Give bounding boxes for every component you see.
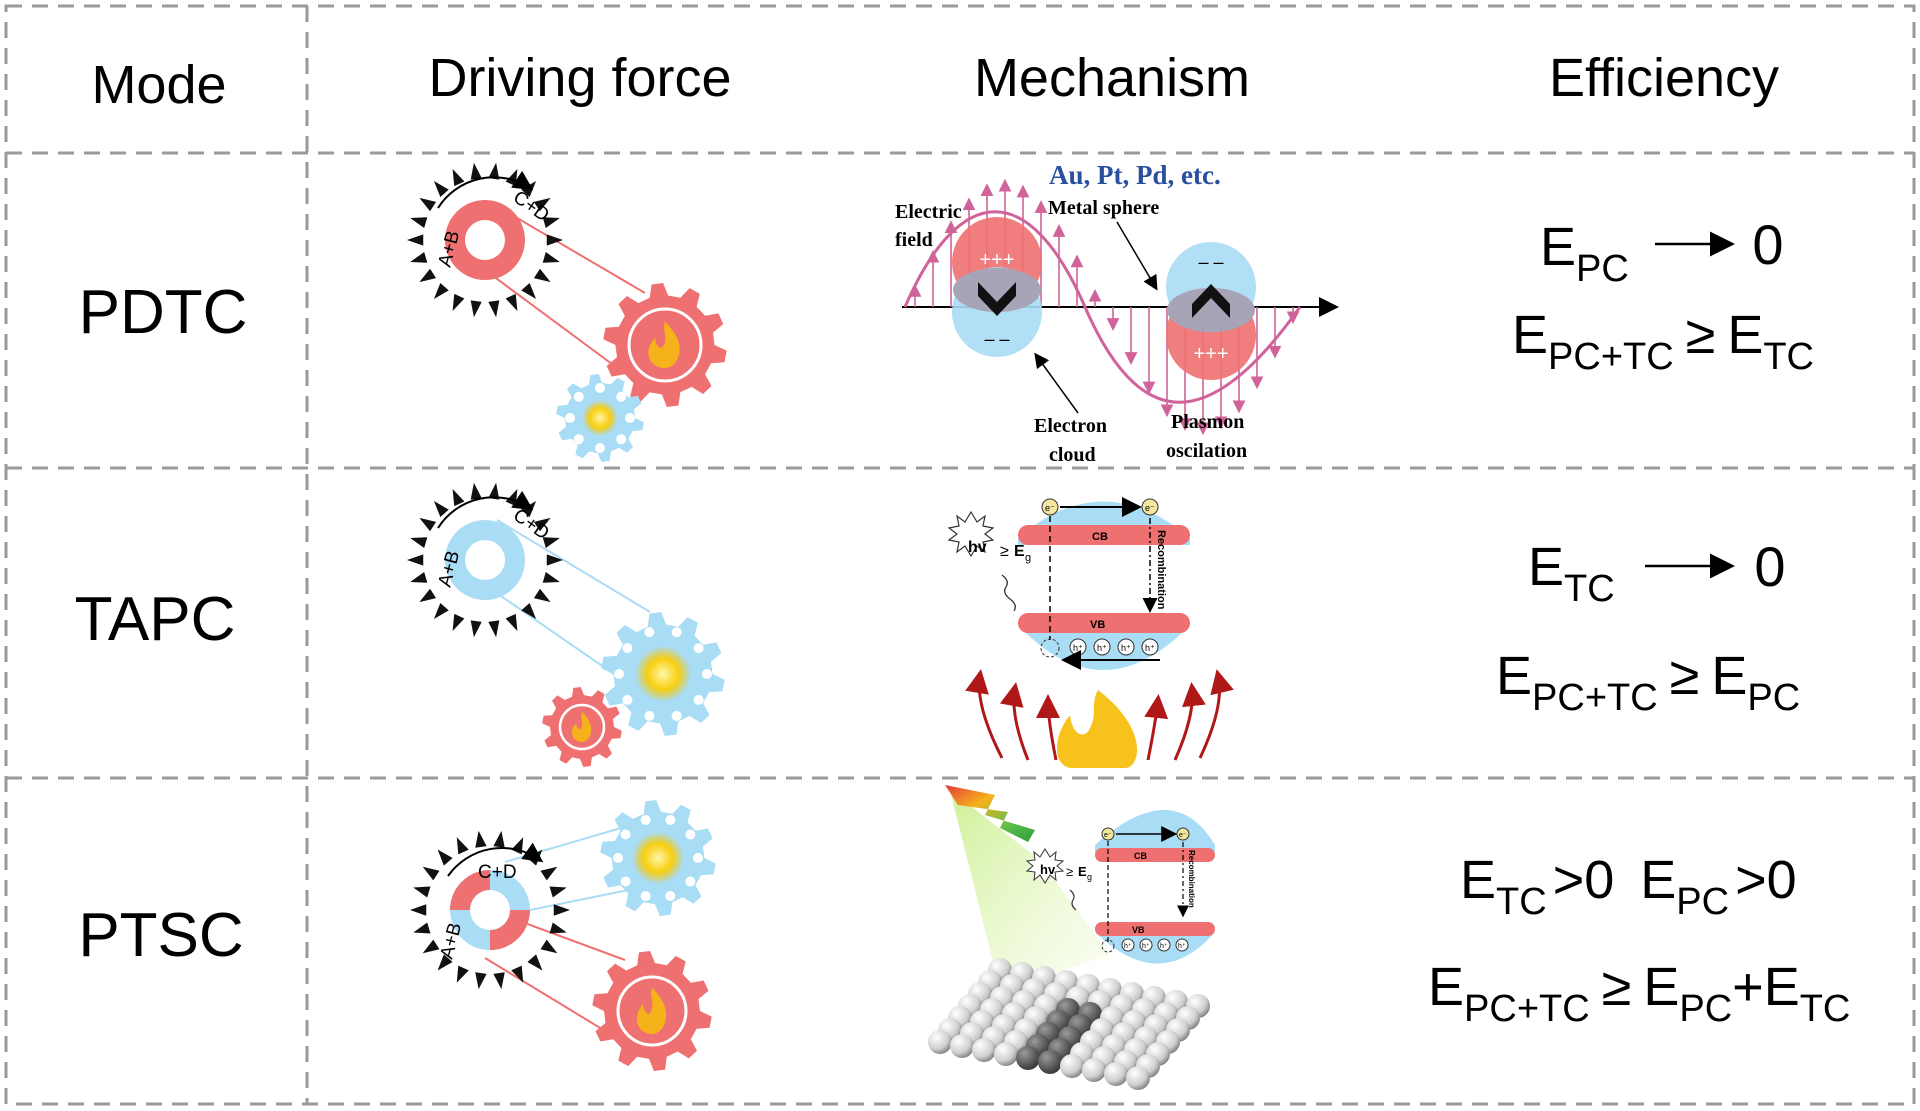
- header-row: Mode Driving force Mechanism Efficiency: [91, 48, 1779, 115]
- efficiency-pdtc: EPC 0 EPC+TC≥ETC: [1512, 213, 1814, 378]
- sun-icon: [582, 400, 618, 436]
- svg-text:g: g: [1025, 552, 1031, 564]
- label-cb: CB: [1134, 851, 1147, 861]
- svg-text:EPC+TC≥ETC: EPC+TC≥ETC: [1512, 305, 1814, 378]
- sun-icon: [632, 832, 684, 884]
- header-driving-force: Driving force: [428, 48, 731, 108]
- mechanism-pdtc: +++ – – – – +++ Au, Pt, Pd, etc. Metal s…: [895, 160, 1339, 466]
- svg-text:hv: hv: [1040, 862, 1056, 877]
- label-recombination: Recombination: [1187, 850, 1196, 908]
- svg-text:– –: – –: [984, 329, 1009, 349]
- mechanism-ptsc: CB VB e⁻ e⁻ Recombination h⁺h⁺h⁺h⁺ hv ≥ …: [928, 785, 1215, 1090]
- svg-text:≥: ≥: [1000, 543, 1009, 560]
- label-field: field: [895, 229, 933, 251]
- gear-icon: [410, 830, 570, 990]
- header-efficiency: Efficiency: [1549, 48, 1779, 108]
- svg-text:+++: +++: [979, 249, 1014, 271]
- svg-text:h⁺: h⁺: [1142, 943, 1150, 950]
- header-mechanism: Mechanism: [974, 48, 1250, 108]
- svg-text:e⁻: e⁻: [1104, 832, 1112, 839]
- mode-label-tapc: TAPC: [75, 585, 236, 654]
- svg-text:EPC+TC≥EPC: EPC+TC≥EPC: [1496, 646, 1800, 719]
- label-electron: Electron: [1034, 415, 1107, 437]
- svg-text:h⁺: h⁺: [1145, 643, 1155, 653]
- surface-lattice: [928, 958, 1210, 1090]
- label-cb: CB: [1092, 531, 1108, 543]
- svg-text:+++: +++: [1193, 343, 1228, 365]
- sun-icon: [635, 646, 691, 702]
- heat-arrows: [965, 669, 1234, 761]
- label-cloud: cloud: [1049, 444, 1096, 466]
- label-vb: VB: [1132, 925, 1145, 935]
- svg-text:EPC+TC≥EPC+ETC: EPC+TC≥EPC+ETC: [1428, 957, 1850, 1030]
- mode-label-ptsc: PTSC: [78, 901, 243, 970]
- gear-label-products: C+D: [478, 862, 517, 883]
- svg-text:g: g: [1087, 872, 1092, 882]
- svg-text:h⁺: h⁺: [1097, 643, 1107, 653]
- driving-force-pdtc: C+D A+B: [407, 162, 727, 462]
- label-plasmon: Plasmon: [1171, 411, 1244, 433]
- label-metal-sphere: Metal sphere: [1048, 197, 1159, 219]
- efficiency-tapc: ETC 0 EPC+TC≥EPC: [1496, 535, 1800, 719]
- label-recombination: Recombination: [1155, 530, 1167, 610]
- svg-text:e⁻: e⁻: [1045, 503, 1055, 513]
- svg-text:h⁺: h⁺: [1178, 943, 1186, 950]
- label-metals: Au, Pt, Pd, etc.: [1049, 160, 1221, 190]
- svg-text:ETC: ETC: [1528, 537, 1615, 610]
- gear-label-reactants: A+B: [437, 921, 467, 962]
- svg-text:0: 0: [1754, 535, 1785, 598]
- mode-label-pdtc: PDTC: [79, 278, 248, 347]
- flame-icon: [571, 712, 592, 742]
- lightning-icon: [945, 785, 1035, 842]
- svg-text:e⁻: e⁻: [1145, 503, 1155, 513]
- label-vb: VB: [1090, 619, 1105, 631]
- driving-force-tapc: C+D A+B: [407, 482, 725, 767]
- mechanism-tapc: CB VB e⁻ e⁻ Recombination h⁺h⁺h⁺h⁺ hv ≥ …: [947, 497, 1234, 768]
- flame-icon: [1057, 690, 1138, 768]
- label-electric: Electric: [895, 201, 962, 223]
- table-grid: [4, 4, 1916, 1106]
- svg-text:e⁻: e⁻: [1179, 832, 1187, 839]
- flame-icon: [648, 322, 680, 368]
- svg-text:h⁺: h⁺: [1073, 643, 1083, 653]
- svg-text:0: 0: [1752, 213, 1783, 276]
- svg-text:hv: hv: [968, 539, 987, 556]
- svg-text:h⁺: h⁺: [1124, 943, 1132, 950]
- svg-text:EPC: EPC: [1540, 217, 1629, 290]
- svg-text:E: E: [1078, 864, 1087, 879]
- label-oscilation: oscilation: [1166, 440, 1247, 462]
- svg-text:≥: ≥: [1066, 864, 1073, 879]
- header-mode: Mode: [91, 55, 226, 115]
- gear-icon: [407, 162, 563, 318]
- svg-text:– –: – –: [1198, 252, 1223, 272]
- driving-force-ptsc: C+D A+B: [410, 800, 716, 1071]
- svg-text:E: E: [1014, 543, 1025, 560]
- flame-icon: [636, 988, 667, 1034]
- svg-text:h⁺: h⁺: [1160, 943, 1168, 950]
- svg-text:h⁺: h⁺: [1121, 643, 1131, 653]
